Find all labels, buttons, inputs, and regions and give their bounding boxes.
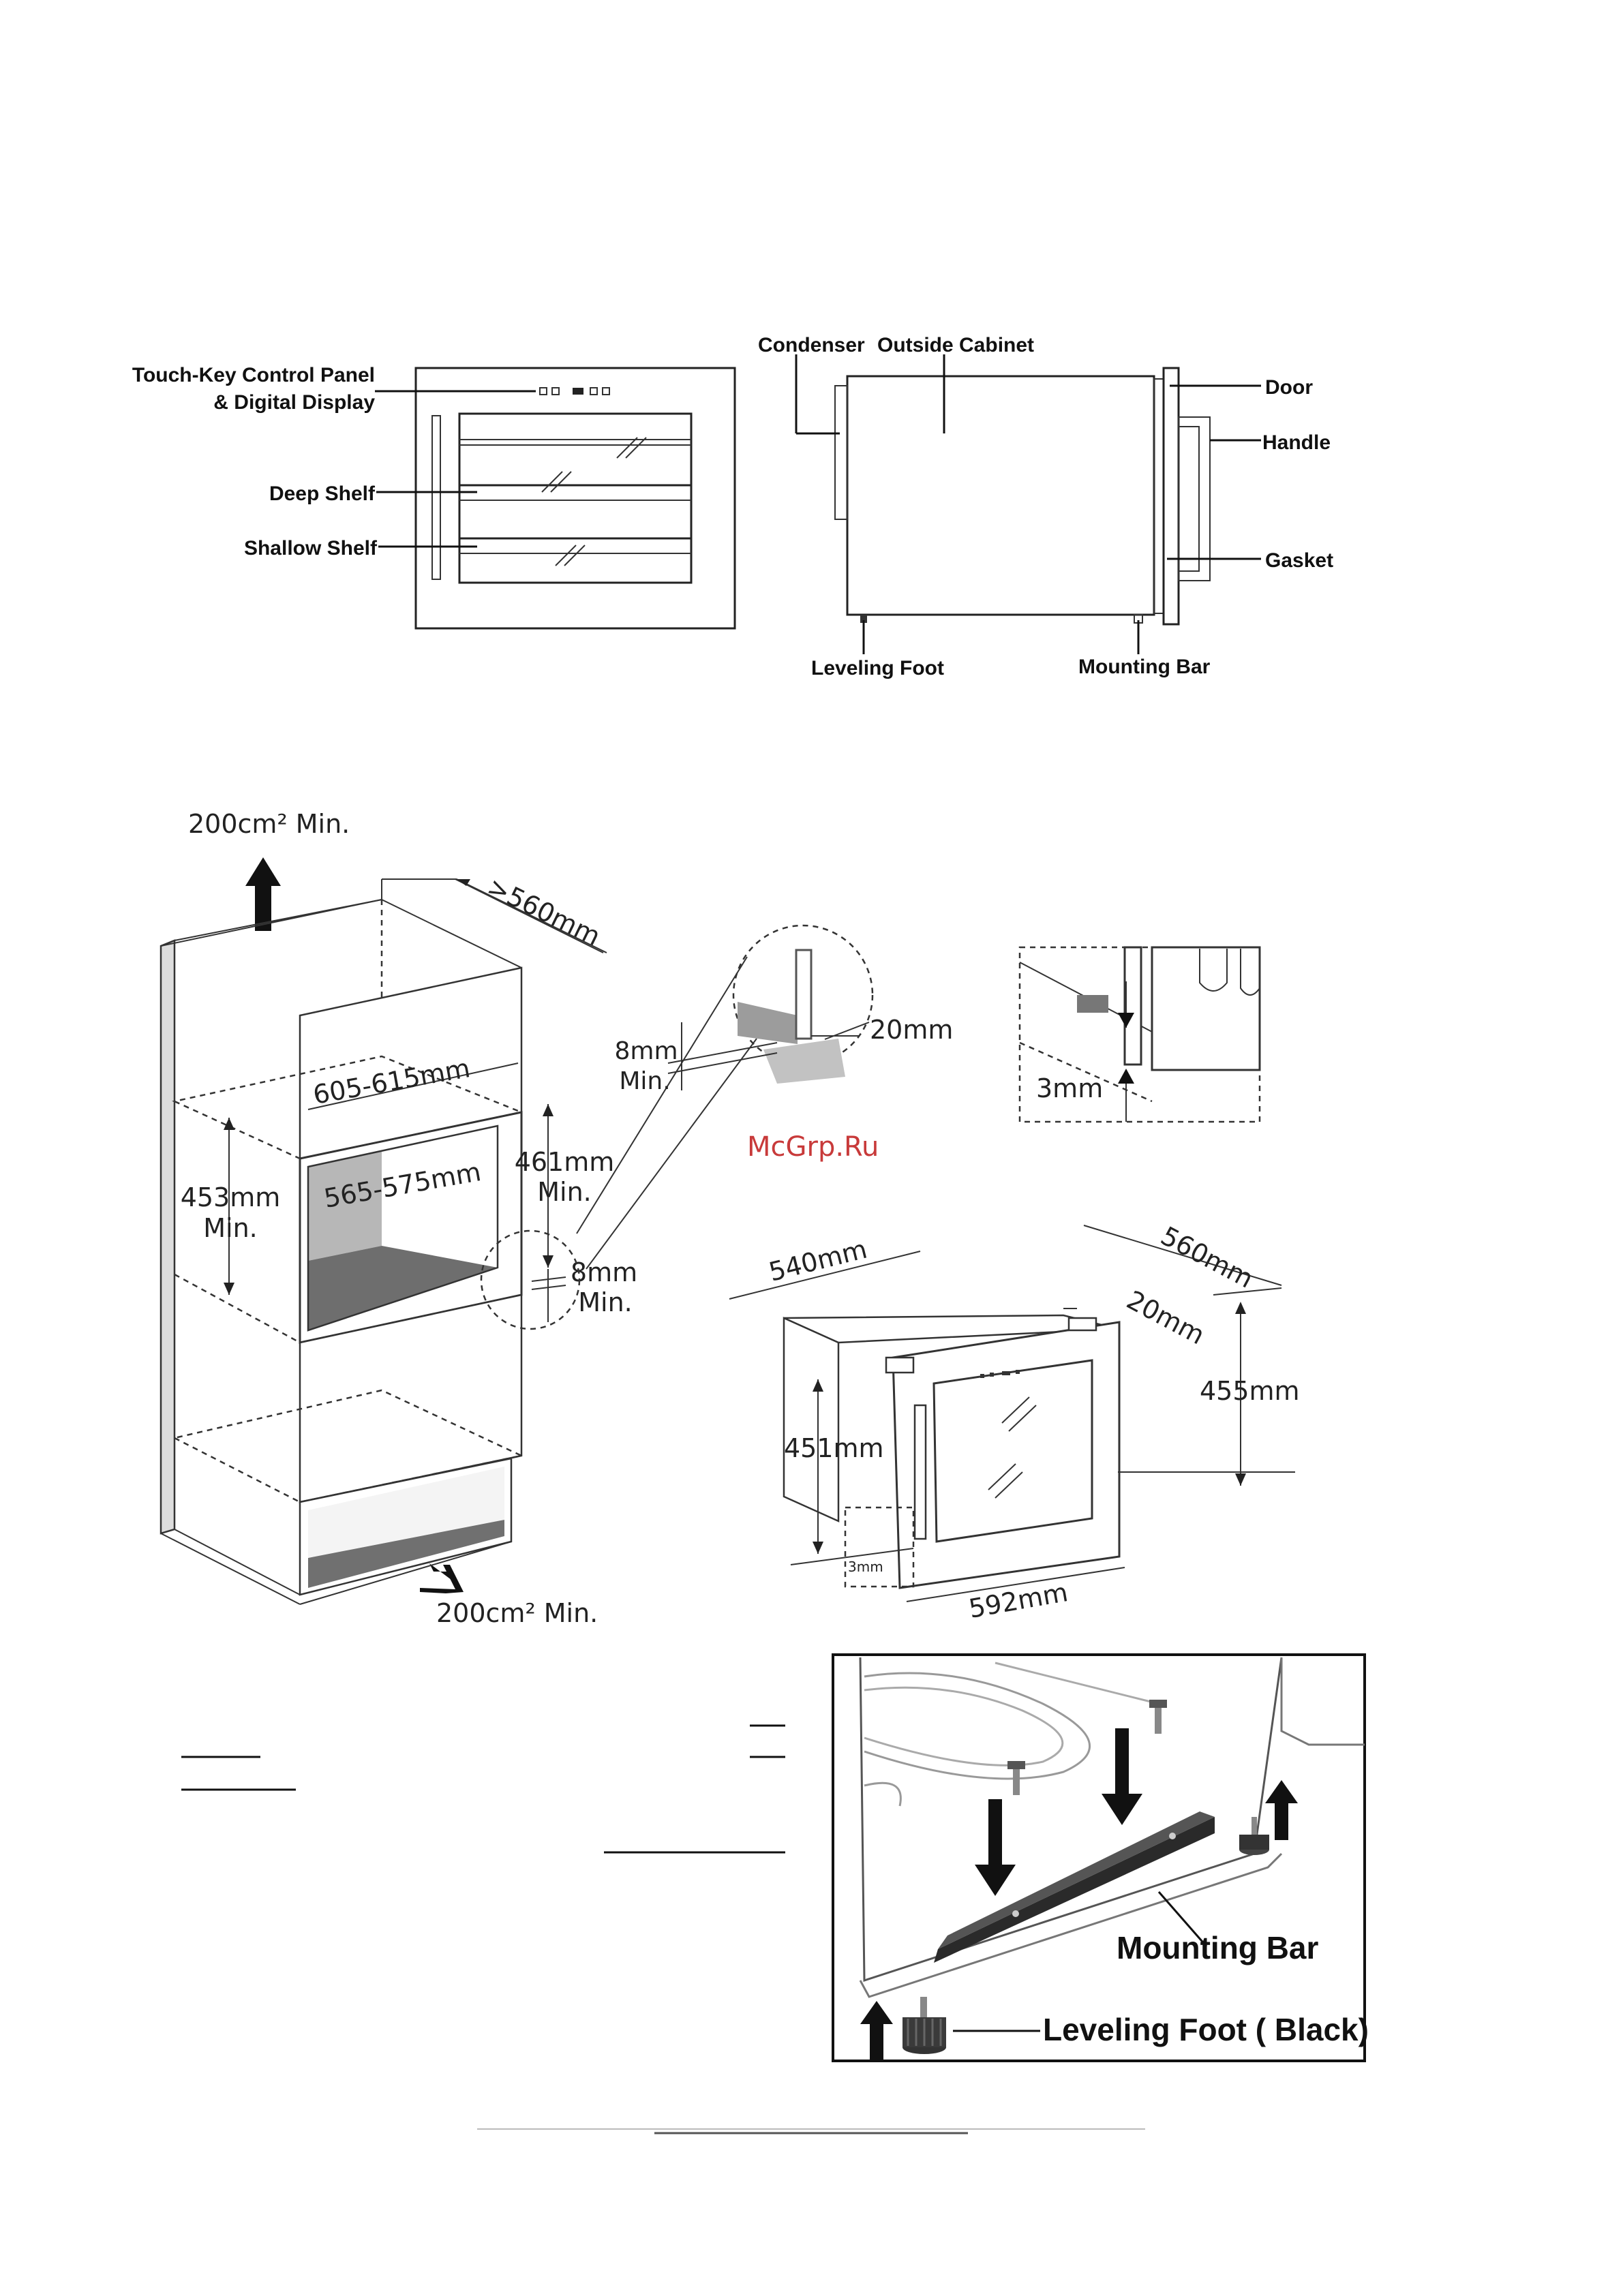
detail-gap-min: Min.: [619, 1067, 670, 1095]
outside-cabinet-body: [846, 375, 1155, 616]
gasket-strip: [1153, 378, 1164, 614]
leveling-foot-right: [1239, 1817, 1269, 1855]
niche-back-wall: [308, 1150, 382, 1261]
unit-width-top-label: 540mm: [766, 1234, 870, 1287]
down-arrow: [1102, 1728, 1142, 1825]
control-panel-buttons: [539, 387, 610, 395]
vent-up-arrow: [245, 857, 281, 931]
photo-mounting-bar-label: Mounting Bar: [1117, 1930, 1318, 1965]
watermark: McGrp.Ru: [747, 1131, 879, 1163]
door-label: Door: [1265, 376, 1313, 399]
niche-floor: [308, 1246, 498, 1330]
glass-window: [458, 412, 693, 584]
unit-foot-gap-label: 3mm: [848, 1559, 883, 1575]
up-arrow: [1265, 1780, 1298, 1840]
mounting-bar-label: Mounting Bar: [1078, 656, 1211, 678]
condenser-shape: [834, 385, 848, 520]
unit-side: [783, 1317, 840, 1522]
outside-cabinet-label: Outside Cabinet: [877, 334, 1034, 356]
leveling-foot-left: [902, 1997, 946, 2054]
foot-gap-detail-box: [844, 1506, 915, 1588]
side-view-diagram: Condenser Outside Cabinet Door Handle Ga…: [758, 334, 1333, 679]
front-handle: [431, 415, 441, 580]
handle-label: Handle: [1262, 431, 1331, 454]
foot-gap-label: 3mm: [1036, 1073, 1103, 1103]
foot-detail-box: [1018, 946, 1261, 1123]
front-view-diagram: Touch-Key Control Panel & Digital Displa…: [132, 364, 736, 630]
height-right-label: 461mm: [515, 1147, 615, 1177]
up-arrow: [860, 2001, 893, 2061]
condenser-label: Condenser: [758, 334, 865, 356]
installation-cabinet-diagram: 200cm² Min. 200cm² Min.: [160, 809, 1261, 1628]
height-right-min: Min.: [537, 1177, 592, 1207]
gap-min: Min.: [578, 1287, 633, 1317]
unit-dimensions-diagram: 540mm 560mm 20mm 455mm 451mm 592mm 3mm: [729, 1221, 1300, 1624]
unit-total-height-label: 455mm: [1200, 1376, 1300, 1406]
vent-bottom-label: 200cm² Min.: [436, 1598, 598, 1628]
unit-depth-label: 560mm: [1156, 1221, 1258, 1294]
unit-door-depth-label: 20mm: [1122, 1285, 1210, 1350]
door-panel: [1162, 367, 1180, 626]
depth-label: >560mm: [483, 872, 605, 952]
lower-cabinet-front: [299, 1294, 523, 1503]
mounting-bar-illustration: Mounting Bar Leveling Foot ( Black): [832, 1653, 1369, 2062]
glass-reflection-marks: [541, 437, 647, 566]
mounting-bar: [934, 1817, 1215, 1963]
screw: [1013, 1768, 1020, 1795]
vent-in-arrow: [420, 1565, 464, 1593]
unit-glass: [932, 1359, 1093, 1543]
mounting-bar-leader: [1157, 1891, 1208, 1947]
gap-label: 8mm: [571, 1257, 637, 1287]
detail-magnified-circle: [732, 924, 874, 1084]
cabinet-side-panel: [160, 939, 176, 1535]
control-panel-label: Touch-Key Control Panel: [132, 364, 375, 386]
photo-leveling-foot-label: Leveling Foot ( Black): [1043, 2012, 1369, 2047]
unit-body-height-label: 451mm: [784, 1433, 884, 1463]
front-cabinet-outline: [414, 367, 736, 630]
control-panel-label-2: & Digital Display: [213, 391, 375, 414]
vent-opening: [308, 1520, 504, 1588]
vent-top-label: 200cm² Min.: [188, 809, 350, 839]
detail-offset-label: 20mm: [870, 1015, 953, 1045]
height-left-label: 453mm: [181, 1182, 281, 1212]
footer-rule: [477, 2128, 1145, 2134]
handle-shape: [1178, 416, 1211, 581]
down-arrow: [975, 1799, 1016, 1896]
detail-callout-circle-small: [480, 1229, 581, 1330]
leveling-foot-label: Leveling Foot: [811, 657, 944, 679]
deep-shelf-label: Deep Shelf: [269, 483, 376, 505]
cabinet-bottom-grooves: [864, 1662, 1159, 1807]
height-left-min: Min.: [203, 1213, 258, 1243]
leveling-foot-shape: [860, 615, 867, 623]
screw: [1155, 1706, 1162, 1734]
gasket-label: Gasket: [1265, 549, 1333, 572]
shallow-shelf-label: Shallow Shelf: [244, 537, 378, 560]
detail-gap-label: 8mm: [614, 1037, 678, 1065]
illustration-frame: [832, 1653, 1366, 2062]
unit-handle: [913, 1404, 927, 1540]
blank-text-underlines: [181, 1724, 785, 1854]
